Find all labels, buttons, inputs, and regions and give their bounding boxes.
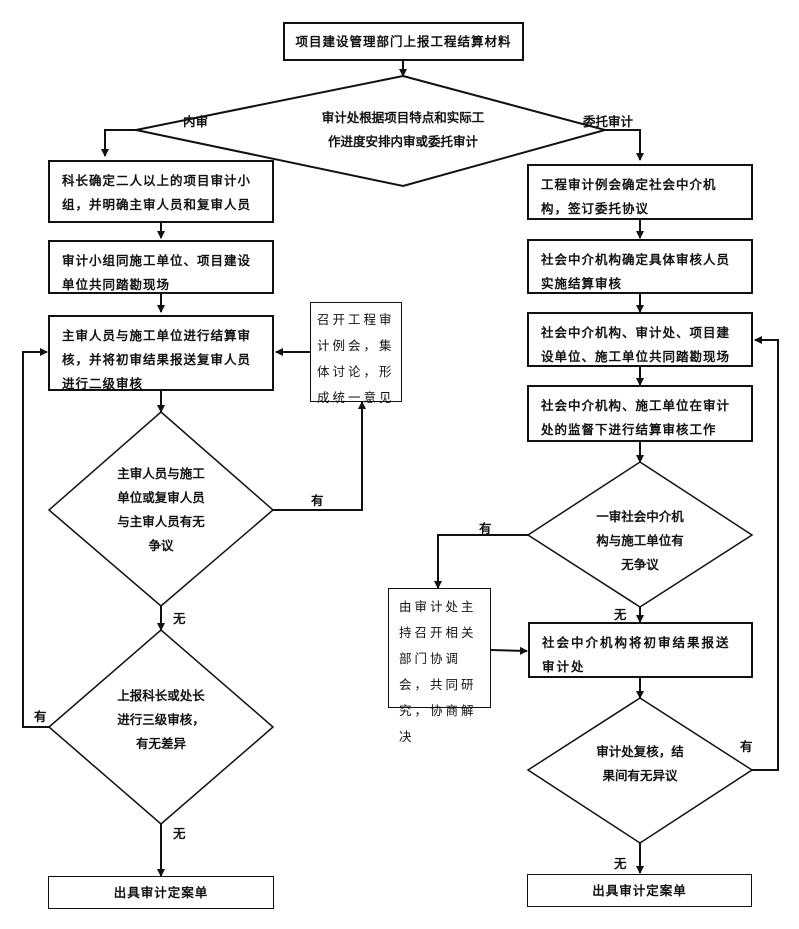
decision-main-line-2: 作进度安排内审或委托审计 (327, 134, 478, 149)
right-step-select-agency-text: 工程审计例会确定社会中介机构，签订委托协议 (541, 177, 717, 216)
left-end-box: 出具审计定案单 (48, 876, 274, 909)
left-decision1-line-1: 主审人员与施工 (117, 466, 205, 481)
left-decision2-line-1: 上报科长或处长 (117, 688, 205, 703)
arrow-right-d2-yes (752, 336, 779, 771)
left-step-form-team: 科长确定二人以上的项目审计小组，并明确主审人员和复审人员 (48, 160, 274, 223)
right-end-text: 出具审计定案单 (592, 882, 687, 898)
right-coordination-box: 由审计处主持召开相关部门协调会，共同研究，协商解决 (388, 588, 491, 744)
right-step-site-survey-text: 社会中介机构、审计处、项目建设单位、施工单位共同踏勘现场 (541, 325, 731, 364)
left-step-settlement-review: 主审人员与施工单位进行结算审核，并将初审结果报送复审人员进行二级审核 (48, 315, 274, 391)
right-step-supervised-review-text: 社会中介机构、施工单位在审计处的监督下进行结算审核工作 (541, 398, 731, 437)
left-meeting-box: 召开工程审计例会，集体讨论，形成统一意见 (310, 302, 402, 405)
decision-main-text: 审计处根据项目特点和实际工 作进度安排内审或委托审计 (283, 106, 523, 154)
label-outsourced-audit: 委托审计 (583, 114, 634, 129)
left-decision2-yes-label: 有 (34, 709, 47, 724)
right-decision1-no-label: 无 (614, 607, 627, 622)
right-coordination-text: 由审计处主持召开相关部门协调会，共同研究，协商解决 (399, 599, 477, 744)
left-step-site-survey-text: 审计小组同施工单位、项目建设单位共同踏勘现场 (62, 253, 252, 292)
right-decision2-no-label: 无 (614, 856, 627, 871)
right-decision2-line-1: 审计处复核，结 (596, 744, 684, 759)
right-step-submit-results-text: 社会中介机构将初审结果报送审计处 (542, 635, 731, 674)
arrow-coord-to-r5 (490, 646, 528, 655)
arrow-outsourced-audit (605, 129, 644, 161)
right-decision1-text: 一审社会中介机 构与施工单位有 无争议 (580, 505, 700, 577)
right-decision2-line-2: 果间有无异议 (602, 768, 678, 783)
left-decision2-no-label: 无 (173, 826, 186, 841)
start-box: 项目建设管理部门上报工程结算材料 (283, 22, 524, 61)
left-decision2-text: 上报科长或处长 进行三级审核， 有无差异 (101, 684, 221, 756)
left-decision1-line-4: 争议 (148, 538, 174, 553)
left-decision2-line-3: 有无差异 (135, 736, 186, 751)
right-step-assign-reviewers: 社会中介机构确定具体审核人员实施结算审核 (527, 239, 753, 294)
decision-main-diamond (135, 74, 609, 188)
right-step-submit-results: 社会中介机构将初审结果报送审计处 (528, 622, 753, 678)
left-end-text: 出具审计定案单 (113, 884, 209, 900)
right-step-supervised-review: 社会中介机构、施工单位在审计处的监督下进行结算审核工作 (527, 385, 753, 442)
left-decision1-line-2: 单位或复审人员 (117, 490, 205, 505)
right-step-site-survey: 社会中介机构、审计处、项目建设单位、施工单位共同踏勘现场 (527, 312, 753, 367)
right-step-assign-reviewers-text: 社会中介机构确定具体审核人员实施结算审核 (541, 252, 731, 291)
right-decision2-yes-label: 有 (740, 739, 753, 754)
left-decision1-no-label: 无 (173, 611, 186, 626)
right-decision1-line-3: 无争议 (621, 557, 659, 572)
left-decision2-line-2: 进行三级审核， (117, 712, 205, 727)
left-meeting-text: 召开工程审计例会，集体讨论，形成统一意见 (317, 312, 395, 405)
left-decision1-text: 主审人员与施工 单位或复审人员 与主审人员有无 争议 (101, 462, 221, 558)
right-decision1-yes-label: 有 (479, 521, 492, 536)
decision-main-line-1: 审计处根据项目特点和实际工 (321, 110, 485, 125)
left-decision1-line-3: 与主审人员有无 (117, 514, 205, 529)
left-step-form-team-text: 科长确定二人以上的项目审计小组，并明确主审人员和复审人员 (62, 173, 252, 212)
left-step-site-survey: 审计小组同施工单位、项目建设单位共同踏勘现场 (48, 240, 274, 294)
arrow-left-d2-yes (22, 348, 49, 728)
right-decision1-line-1: 一审社会中介机 (596, 509, 684, 524)
arrow-left-d1-yes (273, 401, 366, 511)
arrow-inner-audit (101, 129, 136, 157)
label-inner-audit: 内审 (183, 114, 209, 129)
start-text: 项目建设管理部门上报工程结算材料 (295, 33, 512, 49)
right-end-box: 出具审计定案单 (527, 874, 752, 907)
right-decision1-line-2: 构与施工单位有 (596, 533, 684, 548)
left-step-settlement-review-text: 主审人员与施工单位进行结算审核，并将初审结果报送复审人员进行二级审核 (62, 328, 252, 391)
right-step-select-agency: 工程审计例会确定社会中介机构，签订委托协议 (527, 164, 753, 220)
right-decision2-text: 审计处复核，结 果间有无异议 (580, 740, 700, 788)
left-decision1-yes-label: 有 (311, 493, 324, 508)
arrow-right-d1-yes (434, 534, 528, 589)
